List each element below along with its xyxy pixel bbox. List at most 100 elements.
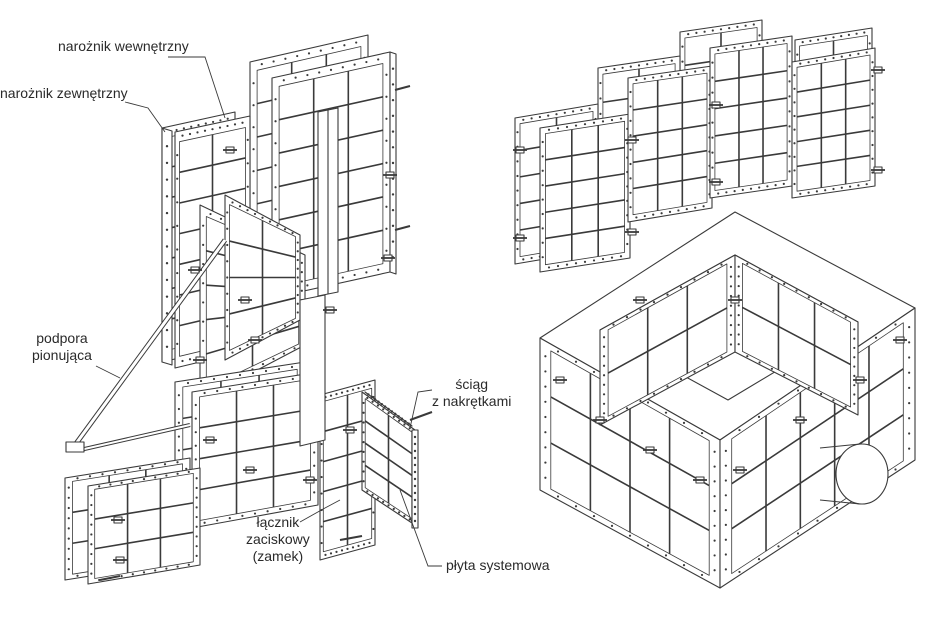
left-slanted-top-hole bbox=[380, 402, 383, 406]
left-front-panel-2-hole bbox=[266, 381, 269, 385]
left-clamp-1 bbox=[193, 356, 207, 364]
box-outer-front-left-hole bbox=[574, 505, 578, 508]
left-inner-panel-1-hole bbox=[282, 352, 286, 355]
label-outer-corner: narożnik zewnętrzny bbox=[0, 85, 128, 101]
box-inner-back-left-hole bbox=[612, 323, 615, 326]
right-panel-clamp-7 bbox=[871, 166, 885, 174]
box-inner-back-right-hole bbox=[853, 356, 856, 359]
left-outer-panel-a-edge-hole bbox=[165, 345, 169, 348]
left-right-panel-2-hole bbox=[371, 400, 374, 403]
box-inner-back-left-hole bbox=[729, 343, 733, 346]
right-panel-front-2-hole bbox=[629, 162, 632, 166]
left-right-panel-edge-hole bbox=[413, 498, 417, 502]
right-panel-front-1-hole bbox=[583, 260, 587, 263]
right-panel-front-1-hole bbox=[547, 266, 551, 269]
right-panel-back-2-hole bbox=[621, 66, 624, 69]
left-front-panel-1-hole bbox=[177, 407, 180, 411]
box-inner-back-left-hole bbox=[706, 363, 710, 366]
label-clamp-connector: łącznik zaciskowy (zamek) bbox=[246, 514, 310, 565]
right-panel-front-2-hole bbox=[677, 72, 680, 76]
left-right-panel-edge-hole bbox=[413, 463, 417, 467]
right-panel-back-6-hole bbox=[855, 32, 858, 35]
box-inner-back-right-hole bbox=[795, 380, 798, 383]
left-outer-panel-a-hole bbox=[182, 127, 185, 130]
left-right-panel-2-hole bbox=[392, 507, 395, 510]
box-outer-front-right-hole bbox=[738, 570, 741, 574]
left-inner-panel-2-hole bbox=[268, 220, 272, 223]
box-inner-back-left-hole bbox=[729, 285, 733, 288]
left-inner-panel-2-hole bbox=[283, 228, 287, 231]
box-outer-front-left-hole bbox=[544, 461, 547, 464]
box-outer-front-left-hole bbox=[713, 554, 716, 557]
left-front-panel-2 bbox=[191, 371, 319, 529]
box-inner-back-right-hole bbox=[853, 328, 856, 331]
left-inner-panel-2-hole bbox=[291, 231, 294, 235]
left-tie-rod-5 bbox=[394, 225, 411, 231]
left-inner-panel-2-hole bbox=[291, 320, 294, 324]
box-inner-back-right-hole bbox=[770, 367, 774, 370]
right-panel-front-3-hole bbox=[749, 187, 753, 190]
left-inner-panel-2-hole bbox=[226, 308, 229, 312]
left-inner-panel-1-hole bbox=[300, 280, 303, 283]
box-inner-back-left-hole bbox=[652, 392, 656, 395]
left-slanted-top-hole bbox=[373, 398, 377, 401]
left-bottom-panel-2-hole bbox=[195, 496, 198, 499]
left-back-panel-2-hrib bbox=[278, 96, 384, 121]
left-right-panel-1-hole bbox=[351, 388, 355, 391]
box-inner-back-right-hole bbox=[737, 284, 740, 288]
left-back-panel-2-hole bbox=[377, 58, 380, 61]
right-panel-front-2-hole bbox=[629, 90, 632, 94]
left-right-panel-1-hole bbox=[320, 459, 323, 462]
right-panel-back-1-hole bbox=[547, 114, 550, 117]
left-back-panel-2-hole bbox=[274, 164, 277, 167]
right-panel-front-4-hole bbox=[793, 169, 796, 172]
left-back-panel-2-hole bbox=[377, 268, 380, 271]
left-back-panel-2-hole bbox=[318, 71, 321, 74]
right-panel-back-2-hole bbox=[599, 81, 602, 85]
left-inner-panel-2-hole bbox=[253, 212, 257, 216]
left-right-column bbox=[299, 294, 326, 447]
right-panel-front-2-hrib bbox=[632, 149, 708, 164]
right-panel-back-2-hole bbox=[637, 64, 641, 67]
left-front-panel-2-hole bbox=[291, 377, 294, 381]
box-inner-back-left-hole bbox=[602, 374, 606, 377]
left-back-panel-1-hole bbox=[252, 126, 255, 129]
left-right-panel-2-hole bbox=[362, 470, 365, 473]
box-outer-front-right-hole bbox=[724, 464, 727, 467]
left-front-panel-1-hole bbox=[290, 365, 294, 369]
right-panel-back-6-hole bbox=[796, 53, 799, 56]
left-inner-panel-2-hole bbox=[283, 324, 287, 327]
box-inner-back-right-hole bbox=[853, 384, 856, 387]
right-panel-back-6-hole bbox=[847, 33, 851, 37]
box-outer-front-right-hole bbox=[908, 341, 911, 344]
right-panel-front-4-hole bbox=[815, 190, 819, 193]
right-panel-back-6-hole bbox=[863, 31, 866, 34]
left-right-panel-1-hole bbox=[340, 391, 344, 394]
left-right-panel-2-hole bbox=[382, 500, 385, 503]
right-panel-front-2-frame bbox=[632, 72, 708, 216]
left-inner-panel-2-hole bbox=[296, 276, 299, 279]
right-panel-back-2-hole bbox=[599, 112, 602, 115]
right-panel-front-1-hole bbox=[541, 184, 544, 187]
left-outer-panel-a-edge bbox=[161, 127, 173, 366]
left-back-panel-1-hole bbox=[355, 41, 358, 44]
left-slanted-top-hole bbox=[404, 419, 407, 423]
left-outer-panel-b-hole bbox=[176, 319, 179, 322]
right-panel-back-2-hole bbox=[599, 97, 602, 100]
left-tie-rod-2 bbox=[339, 535, 363, 541]
left-right-panel-1-hole bbox=[329, 394, 333, 397]
right-panel-front-3-hole bbox=[788, 80, 791, 83]
box-inner-back-right-hole bbox=[844, 316, 847, 319]
left-right-panel-1-hole bbox=[372, 527, 375, 531]
left-back-panel-edge-hole bbox=[391, 146, 395, 149]
left-outer-panel-a-edge-hole bbox=[165, 312, 169, 315]
left-front-panel-2-hole bbox=[241, 514, 244, 517]
right-panel-front-3-hrib bbox=[714, 151, 788, 165]
box-outer-front-right-hole bbox=[724, 494, 727, 497]
right-panel-front-4-hole bbox=[793, 142, 796, 145]
box-inner-back-right-hole bbox=[807, 386, 810, 389]
box-outer-front-left-hole bbox=[544, 385, 547, 388]
left-bottom-panel-2-hole bbox=[90, 572, 93, 575]
right-panel-front-4-hole bbox=[793, 128, 796, 131]
right-panel-front-3-hole bbox=[711, 91, 714, 94]
